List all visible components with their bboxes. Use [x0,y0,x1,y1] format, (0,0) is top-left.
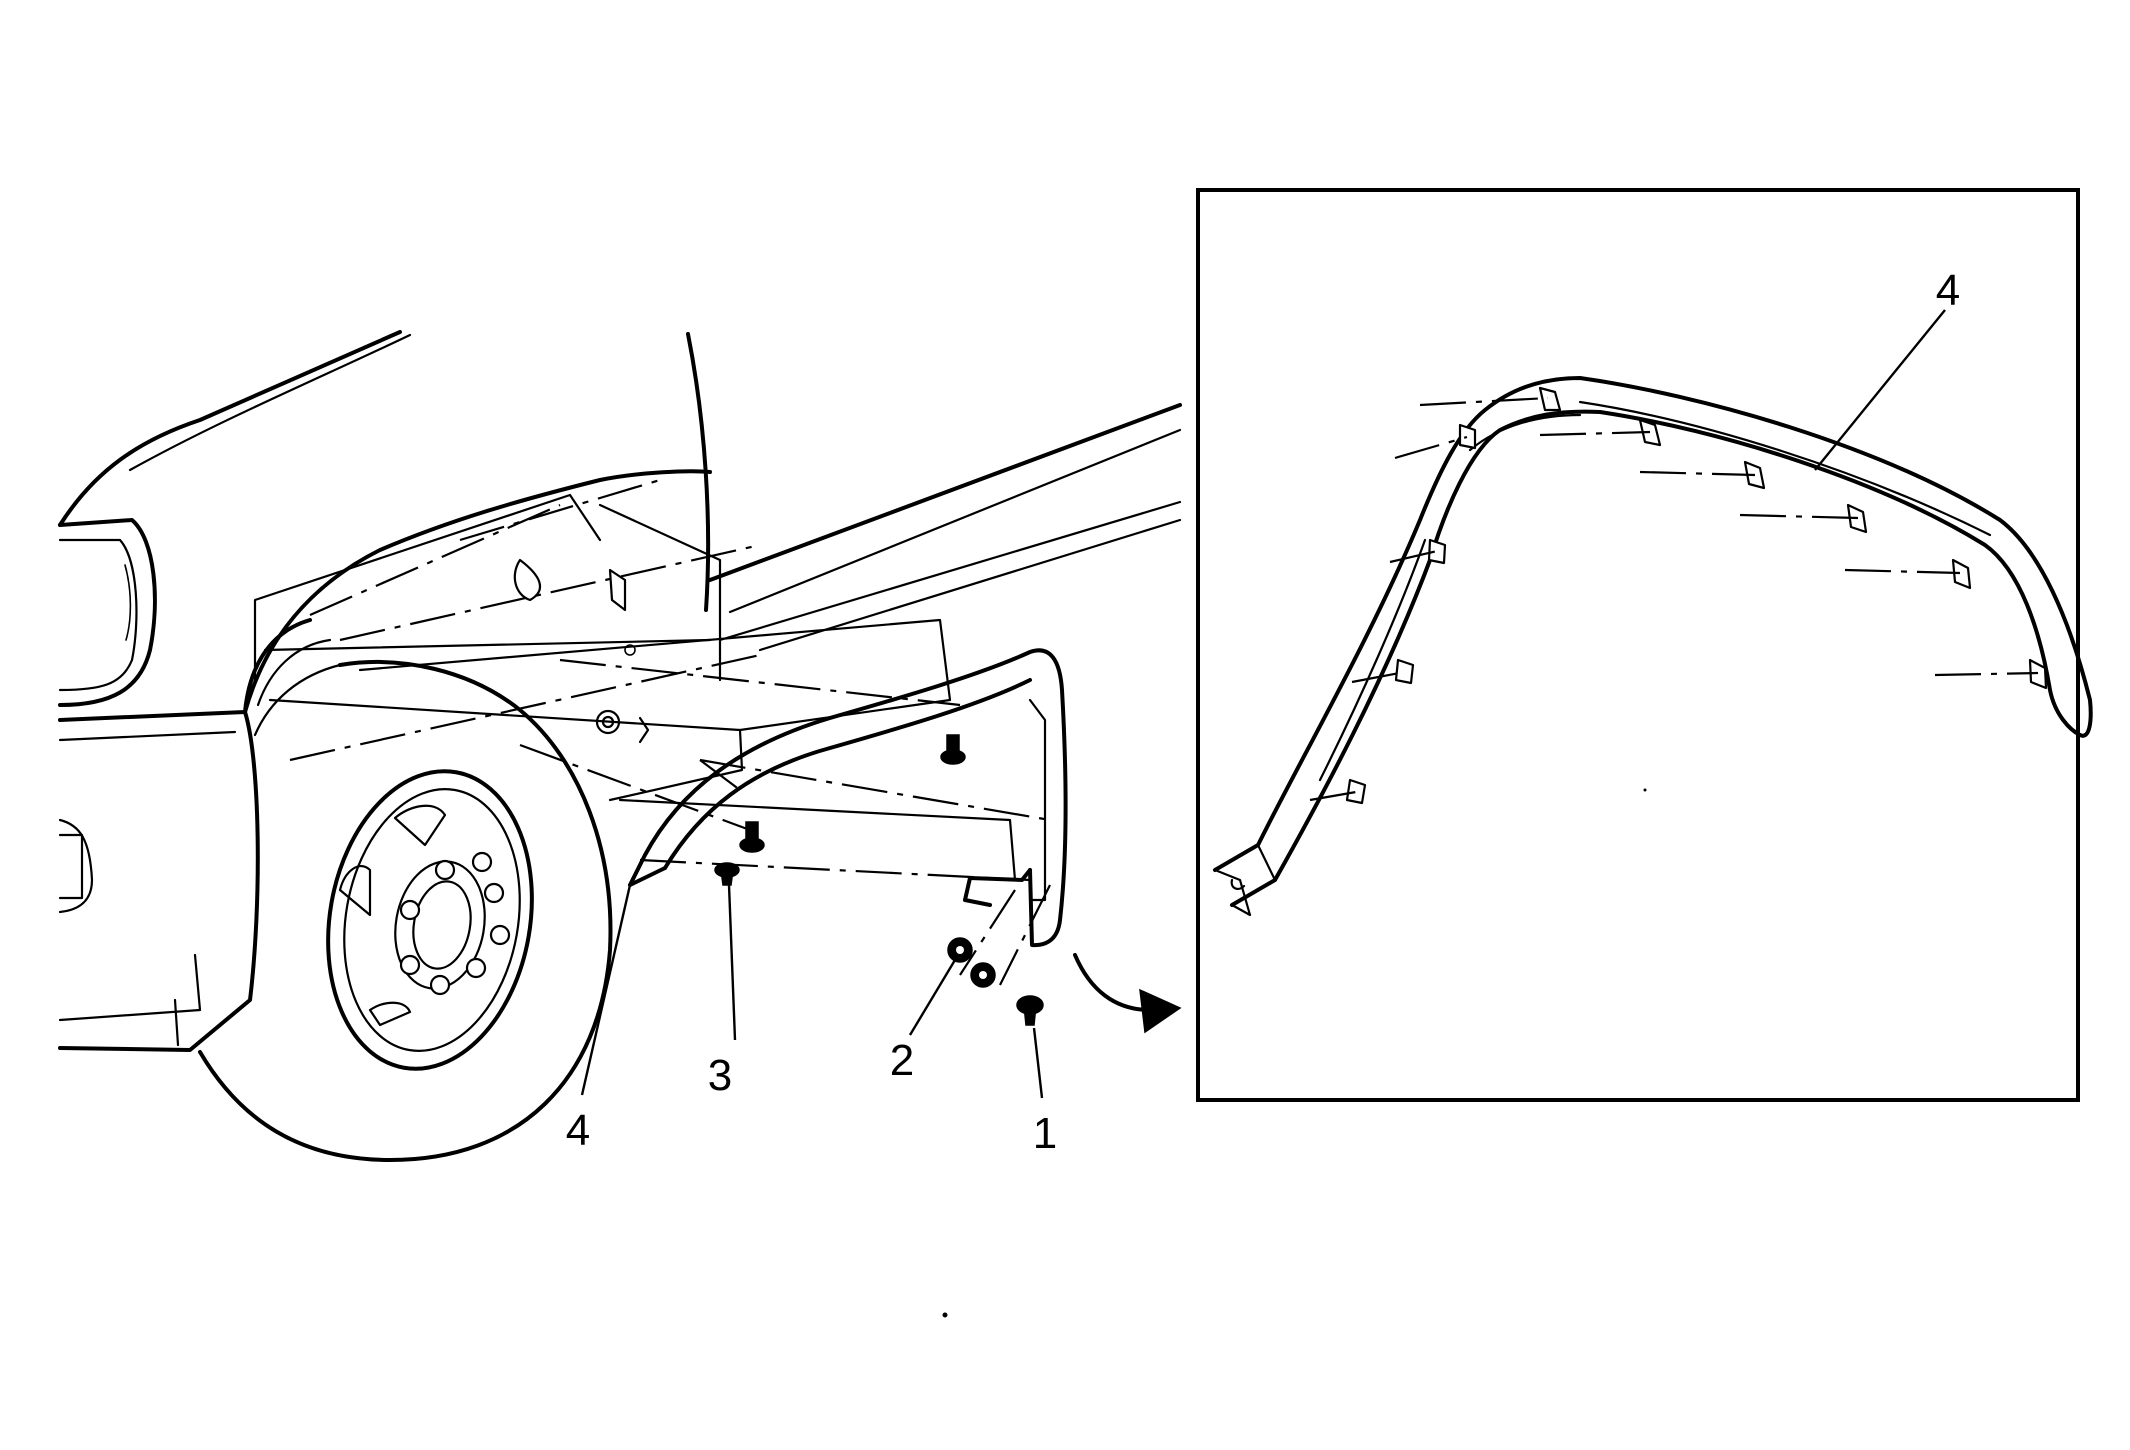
callout-4-detail: 4 [1936,266,1960,315]
truck-body [58,330,1182,1052]
clip-3b [739,821,765,853]
detail-arrow [1073,953,1182,1034]
fender-flare [628,648,1068,948]
callout-4-main: 4 [566,1106,590,1155]
bolt-1 [1016,995,1044,1026]
callout-1: 1 [1033,1109,1057,1158]
clip-3a [714,862,740,886]
stray-dot [1643,788,1647,792]
clip-3c [940,734,966,765]
leader-lines [580,884,1044,1099]
nut-2a [947,937,973,963]
callout-3: 3 [708,1051,732,1100]
detail-fender-flare [1213,376,2093,917]
detail-leader-line [1814,309,1946,471]
retainer-clips [714,734,1044,1026]
stray-dot [942,1312,948,1318]
detail-frame [1196,188,2080,1102]
assembly-lines [289,478,1051,986]
nut-2b [970,962,996,988]
detail-assembly-lines [1309,396,2039,802]
wheel-assembly [198,660,613,1162]
callout-2: 2 [890,1036,914,1085]
